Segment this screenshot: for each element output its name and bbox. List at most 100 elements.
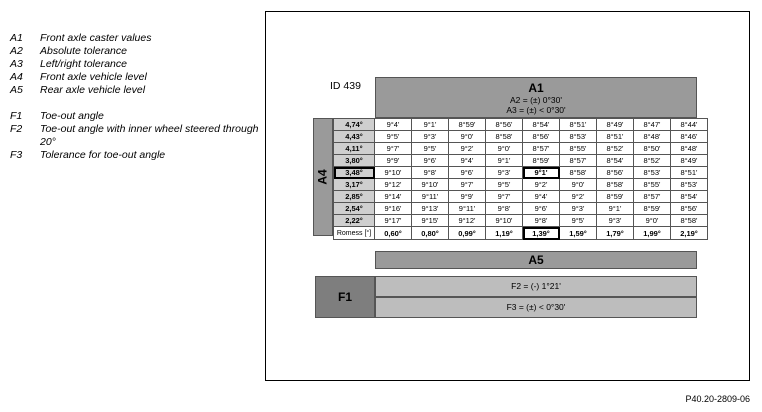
value-cell: 9°1': [411, 118, 449, 131]
footer-label-cell: Romess [°]: [333, 226, 375, 240]
legend-item: A3 Left/right tolerance: [10, 58, 260, 71]
value-cell: 9°2': [559, 190, 597, 203]
figure-frame: [265, 11, 750, 381]
footer-value-cell: 0,80°: [411, 226, 449, 240]
value-cell: 8°53': [559, 130, 597, 143]
f2-value: F2 = (-) 1°21': [375, 276, 697, 297]
value-cell: 9°3': [559, 202, 597, 215]
table-row: 3,80°9°9'9°6'9°4'9°1'8°59'8°57'8°54'8°52…: [333, 154, 708, 167]
footer-value-cell: 0,99°: [448, 226, 486, 240]
value-cell: 9°5': [374, 130, 412, 143]
table-row: 2,54°9°16'9°13'9°11'9°8'9°6'9°3'9°1'8°59…: [333, 202, 708, 215]
value-cell: 8°51': [559, 118, 597, 131]
legend-code: F2: [10, 123, 23, 135]
value-cell: 9°9': [448, 190, 486, 203]
value-cell: 8°54': [596, 154, 634, 167]
value-cell: 8°57': [559, 154, 597, 167]
figure-id: ID 439: [330, 80, 361, 92]
legend-code: A4: [10, 71, 23, 83]
table-row: 3,17°9°12'9°10'9°7'9°5'9°2'9°0'8°58'8°55…: [333, 178, 708, 191]
legend-code: F1: [10, 110, 23, 122]
value-cell: 8°49': [670, 154, 708, 167]
value-cell: 9°0': [485, 142, 523, 155]
value-cell: 8°53': [633, 166, 671, 179]
table-row: 3,48°9°10'9°8'9°6'9°3'9°1'8°58'8°56'8°53…: [333, 166, 708, 179]
value-cell: 8°53': [670, 178, 708, 191]
table-row: 2,85°9°14'9°11'9°9'9°7'9°4'9°2'8°59'8°57…: [333, 190, 708, 203]
value-cell: 9°4': [374, 118, 412, 131]
value-cell: 9°8': [485, 202, 523, 215]
value-cell: 8°44': [670, 118, 708, 131]
value-cell: 8°54': [670, 190, 708, 203]
value-cell: 8°51': [670, 166, 708, 179]
a2-tolerance: A2 = (±) 0°30': [510, 95, 562, 105]
value-cell: 8°47': [633, 118, 671, 131]
value-cell: 9°13': [411, 202, 449, 215]
value-cell: 9°7': [485, 190, 523, 203]
legend-text: Front axle vehicle level: [40, 71, 147, 83]
value-cell: 9°6': [411, 154, 449, 167]
value-cell: 8°49': [596, 118, 634, 131]
value-cell: 8°54': [522, 118, 560, 131]
value-cell: 9°6': [522, 202, 560, 215]
value-cell: 8°55': [559, 142, 597, 155]
value-cell: 9°0': [633, 214, 671, 227]
value-cell: 9°5': [485, 178, 523, 191]
value-cell: 8°46': [670, 130, 708, 143]
row-level-cell: 3,17°: [333, 178, 375, 191]
row-level-cell: 4,43°: [333, 130, 375, 143]
value-cell: 8°58': [559, 166, 597, 179]
footer-value-cell: 1,99°: [633, 226, 671, 240]
legend-item: A4 Front axle vehicle level: [10, 71, 260, 84]
value-cell: 9°6': [448, 166, 486, 179]
row-level-cell: 2,85°: [333, 190, 375, 203]
value-cell: 8°58': [485, 130, 523, 143]
value-cell: 8°58': [596, 178, 634, 191]
legend-text: Left/right tolerance: [40, 58, 127, 70]
value-cell: 9°0': [448, 130, 486, 143]
a1-title: A1: [528, 81, 544, 95]
footer-value-cell: 1,39°: [522, 226, 560, 240]
value-cell: 9°4': [448, 154, 486, 167]
value-cell: 9°15': [411, 214, 449, 227]
a4-axis-label: A4: [313, 118, 333, 236]
value-cell: 9°8': [522, 214, 560, 227]
value-cell: 9°10': [485, 214, 523, 227]
f3-value: F3 = (±) < 0°30': [375, 297, 697, 318]
footer-value-cell: 2,19°: [670, 226, 708, 240]
a5-axis-label: A5: [375, 251, 697, 269]
value-cell: 9°11': [448, 202, 486, 215]
value-cell: 8°48': [633, 130, 671, 143]
footer-value-cell: 1,59°: [559, 226, 597, 240]
table-row: 4,74°9°4'9°1'8°59'8°56'8°54'8°51'8°49'8°…: [333, 118, 708, 131]
a4-title: A4: [316, 169, 330, 185]
legend-code: A3: [10, 58, 23, 70]
value-cell: 9°10': [411, 178, 449, 191]
value-cell: 9°1': [522, 166, 560, 179]
table-row: 4,11°9°7'9°5'9°2'9°0'8°57'8°55'8°52'8°50…: [333, 142, 708, 155]
legend-text: Rear axle vehicle level: [40, 84, 146, 96]
value-cell: 9°2': [522, 178, 560, 191]
figure-reference: P40.20-2809-06: [685, 394, 750, 404]
value-cell: 9°17': [374, 214, 412, 227]
legend-text: Tolerance for toe-out angle: [40, 149, 166, 161]
value-cell: 8°59': [633, 202, 671, 215]
value-cell: 9°11': [411, 190, 449, 203]
caster-table: 4,74°9°4'9°1'8°59'8°56'8°54'8°51'8°49'8°…: [333, 118, 708, 240]
row-level-cell: 3,48°: [333, 166, 375, 179]
value-cell: 8°52': [633, 154, 671, 167]
a3-tolerance: A3 = (±) < 0°30': [506, 105, 566, 115]
legend-text: Toe-out angle with inner wheel steered t…: [40, 123, 259, 148]
legend-text: Absolute tolerance: [40, 45, 127, 57]
value-cell: 9°8': [411, 166, 449, 179]
value-cell: 9°5': [411, 142, 449, 155]
value-cell: 8°59': [448, 118, 486, 131]
value-cell: 8°57': [522, 142, 560, 155]
table-footer-row: Romess [°]0,60°0,80°0,99°1,19°1,39°1,59°…: [333, 226, 708, 240]
value-cell: 9°3': [596, 214, 634, 227]
